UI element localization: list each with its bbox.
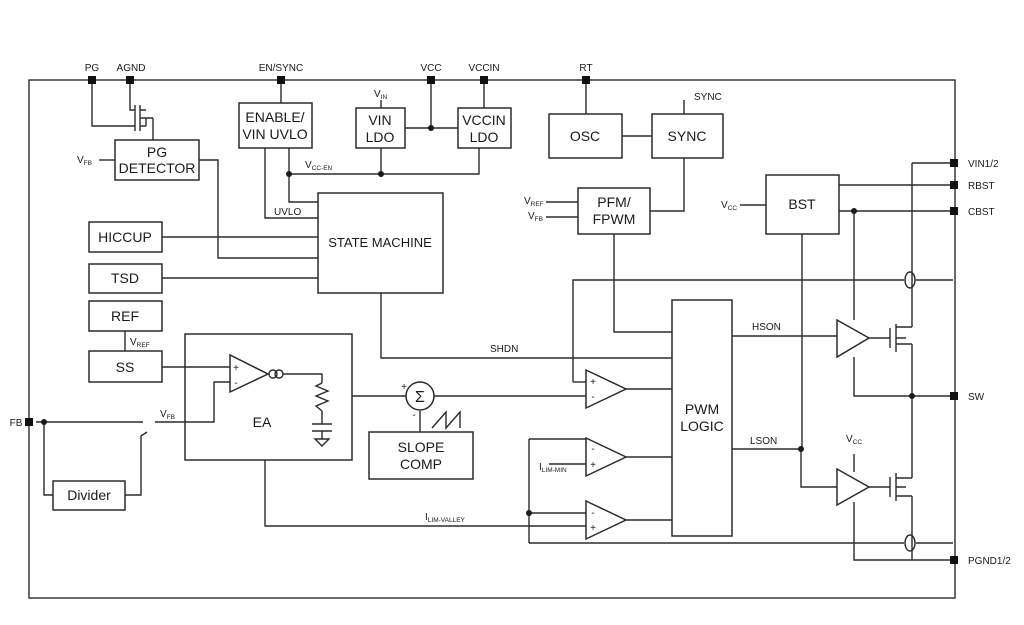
vccin-ldo-label-1: VCCIN	[462, 112, 506, 128]
tsd-box	[88, 263, 163, 294]
ea-opamp	[229, 353, 270, 394]
vin-ldo-label-2: LDO	[366, 129, 395, 145]
valley-comp-minus: -	[591, 508, 594, 519]
current-sense-low	[904, 534, 916, 552]
osc-box	[548, 113, 623, 159]
pin-fb: FB	[10, 418, 23, 429]
ea-minus: -	[234, 378, 237, 389]
pin-rbst: RBST	[968, 181, 995, 192]
ref-label: REF	[111, 308, 139, 324]
divider-box	[52, 480, 126, 511]
pin-cbst: CBST	[968, 207, 995, 218]
ea-label: EA	[253, 414, 272, 430]
high-side-driver	[836, 318, 871, 359]
bst-box	[765, 174, 840, 235]
hiccup-box	[88, 221, 163, 253]
label-vref-pfm: VREF	[524, 196, 544, 208]
pg-detector-box	[114, 139, 200, 181]
sawtooth-icon	[431, 410, 461, 430]
ss-box	[88, 350, 163, 383]
ea-output-node-2	[274, 369, 284, 379]
summing-node	[405, 381, 435, 411]
ref-box	[88, 300, 163, 332]
ea-plus: +	[233, 363, 239, 374]
pfm-label-1: PFM/	[597, 194, 631, 210]
sync-box	[651, 113, 724, 159]
vin-ldo-box	[355, 107, 406, 149]
state-machine-label: STATE MACHINE	[328, 235, 432, 250]
wires	[36, 80, 953, 561]
hiccup-label: HICCUP	[98, 229, 152, 245]
label-vfb-pg: VFB	[77, 155, 92, 167]
pwm-logic-box	[671, 299, 733, 537]
label-vref-ss: VREF	[130, 337, 150, 349]
state-machine-box	[317, 192, 444, 294]
pwm-comp-plus: +	[590, 377, 596, 388]
label-vcc-bst: VCC	[721, 200, 737, 212]
slope-comp-box	[368, 431, 474, 480]
pin-pgnd12: PGND1/2	[968, 556, 1011, 567]
sum-plus: +	[401, 382, 407, 393]
valley-comp-plus: +	[590, 523, 596, 534]
pfm-label-2: FPWM	[593, 211, 636, 227]
pin-sw: SW	[968, 392, 985, 403]
sigma-symbol: Σ	[415, 389, 425, 406]
enable-uvlo-box	[238, 102, 313, 149]
ilim-min-comparator	[585, 436, 628, 478]
label-vcc-driver: VCC	[846, 434, 862, 446]
min-comp-plus: +	[590, 460, 596, 471]
vccin-ldo-box	[457, 107, 512, 149]
vin-ldo-label-1: VIN	[368, 112, 391, 128]
signal-lson: LSON	[750, 436, 777, 447]
ilim-valley-comparator	[585, 499, 628, 541]
slope-label-1: SLOPE	[398, 439, 445, 455]
enable-label-2: VIN UVLO	[242, 126, 307, 142]
sync-label: SYNC	[668, 128, 707, 144]
label-vfb-pfm: VFB	[528, 211, 543, 223]
ic-boundary	[28, 79, 956, 599]
vccin-ldo-label-2: LDO	[470, 129, 499, 145]
tsd-label: TSD	[111, 270, 139, 286]
signal-hson: HSON	[752, 322, 781, 333]
label-vcc-en: VCC-EN	[305, 160, 333, 172]
label-vin-ldo: VIN	[374, 89, 387, 101]
pin-vcc: VCC	[420, 63, 441, 74]
current-sense-high	[904, 271, 916, 289]
pg-detector-label-1: PG	[147, 144, 167, 160]
pg-detector-label-2: DETECTOR	[119, 160, 196, 176]
min-comp-minus: -	[591, 444, 594, 455]
low-side-driver	[836, 467, 871, 507]
pwm-comp-minus: -	[591, 392, 594, 403]
pin-pads	[25, 76, 958, 564]
label-ilim-min: ILIM-MIN	[539, 462, 567, 474]
label-ilim-valley: ILIM-VALLEY	[425, 512, 466, 524]
bst-label: BST	[788, 196, 816, 212]
osc-label: OSC	[570, 128, 600, 144]
signal-shdn: SHDN	[490, 344, 518, 355]
sum-minus: -	[412, 410, 415, 421]
enable-label-1: ENABLE/	[245, 109, 304, 125]
compensation-resistor-icon	[314, 382, 330, 412]
pin-rt: RT	[579, 63, 592, 74]
signal-uvlo: UVLO	[274, 207, 301, 218]
pwm-logic-label-1: PWM	[685, 401, 719, 417]
pwm-logic-label-2: LOGIC	[680, 418, 724, 434]
pin-pg: PG	[85, 63, 100, 74]
slope-label-2: COMP	[400, 456, 442, 472]
divider-label: Divider	[67, 487, 111, 503]
pin-en-sync: EN/SYNC	[259, 63, 303, 74]
pin-vin12: VIN1/2	[968, 159, 999, 170]
pin-vccin: VCCIN	[468, 63, 499, 74]
ea-output-node-1	[268, 369, 278, 379]
ss-label: SS	[116, 359, 135, 375]
pwm-comparator	[585, 368, 628, 410]
pfm-fpwm-box	[577, 187, 651, 235]
junction-dots	[41, 125, 915, 516]
label-vfb-ea: VFB	[160, 409, 175, 421]
ea-box	[184, 333, 353, 461]
pin-agnd: AGND	[117, 63, 146, 74]
signal-sync: SYNC	[694, 92, 722, 103]
